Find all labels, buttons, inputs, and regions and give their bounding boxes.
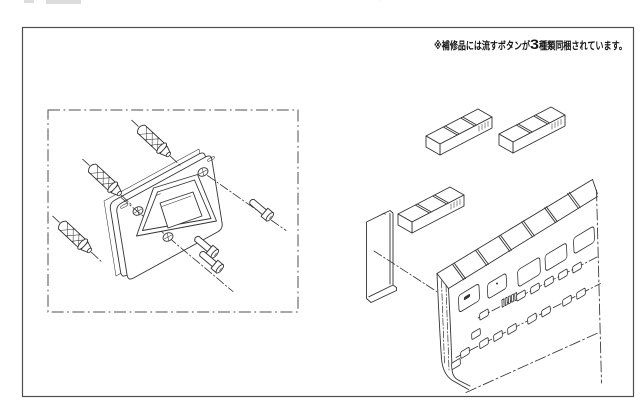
wall-anchor: [126, 114, 187, 172]
button-strip: [397, 186, 465, 234]
assembly-line: [120, 197, 234, 292]
remote-body: [436, 178, 602, 395]
mounting-screw: [246, 196, 276, 223]
screw-hole: [132, 206, 144, 216]
button-dot: [496, 282, 498, 285]
break-line: [465, 331, 601, 393]
wall-plate-boundary-box: [47, 109, 299, 313]
side-cover: [366, 210, 397, 303]
button-strip: [498, 106, 566, 154]
repair-note: ※補修品には流すボタンが3種類同梱されています。: [434, 37, 627, 52]
top-button-row: [452, 191, 581, 281]
large-buttons: [458, 226, 595, 313]
scan-remnant: [24, 0, 34, 3]
button-mark: [463, 294, 471, 300]
small-buttons-bottom: [451, 287, 586, 370]
remote-figure: [366, 106, 602, 395]
wall-plate-figure: [47, 0, 381, 313]
break-line: [596, 189, 602, 384]
side-centerline: [441, 280, 450, 371]
scan-remnant: [46, 0, 81, 4]
screw-hole: [162, 232, 174, 242]
hanger-bracket: [136, 0, 381, 237]
page-frame: [21, 26, 635, 398]
wall-anchor: [47, 210, 108, 268]
plate-slot: [120, 203, 128, 209]
plate-slot: [207, 156, 215, 162]
button-strip: [425, 108, 493, 156]
assembly-line: [207, 175, 287, 231]
small-buttons-middle: [471, 261, 582, 340]
screw-hole: [197, 167, 209, 177]
